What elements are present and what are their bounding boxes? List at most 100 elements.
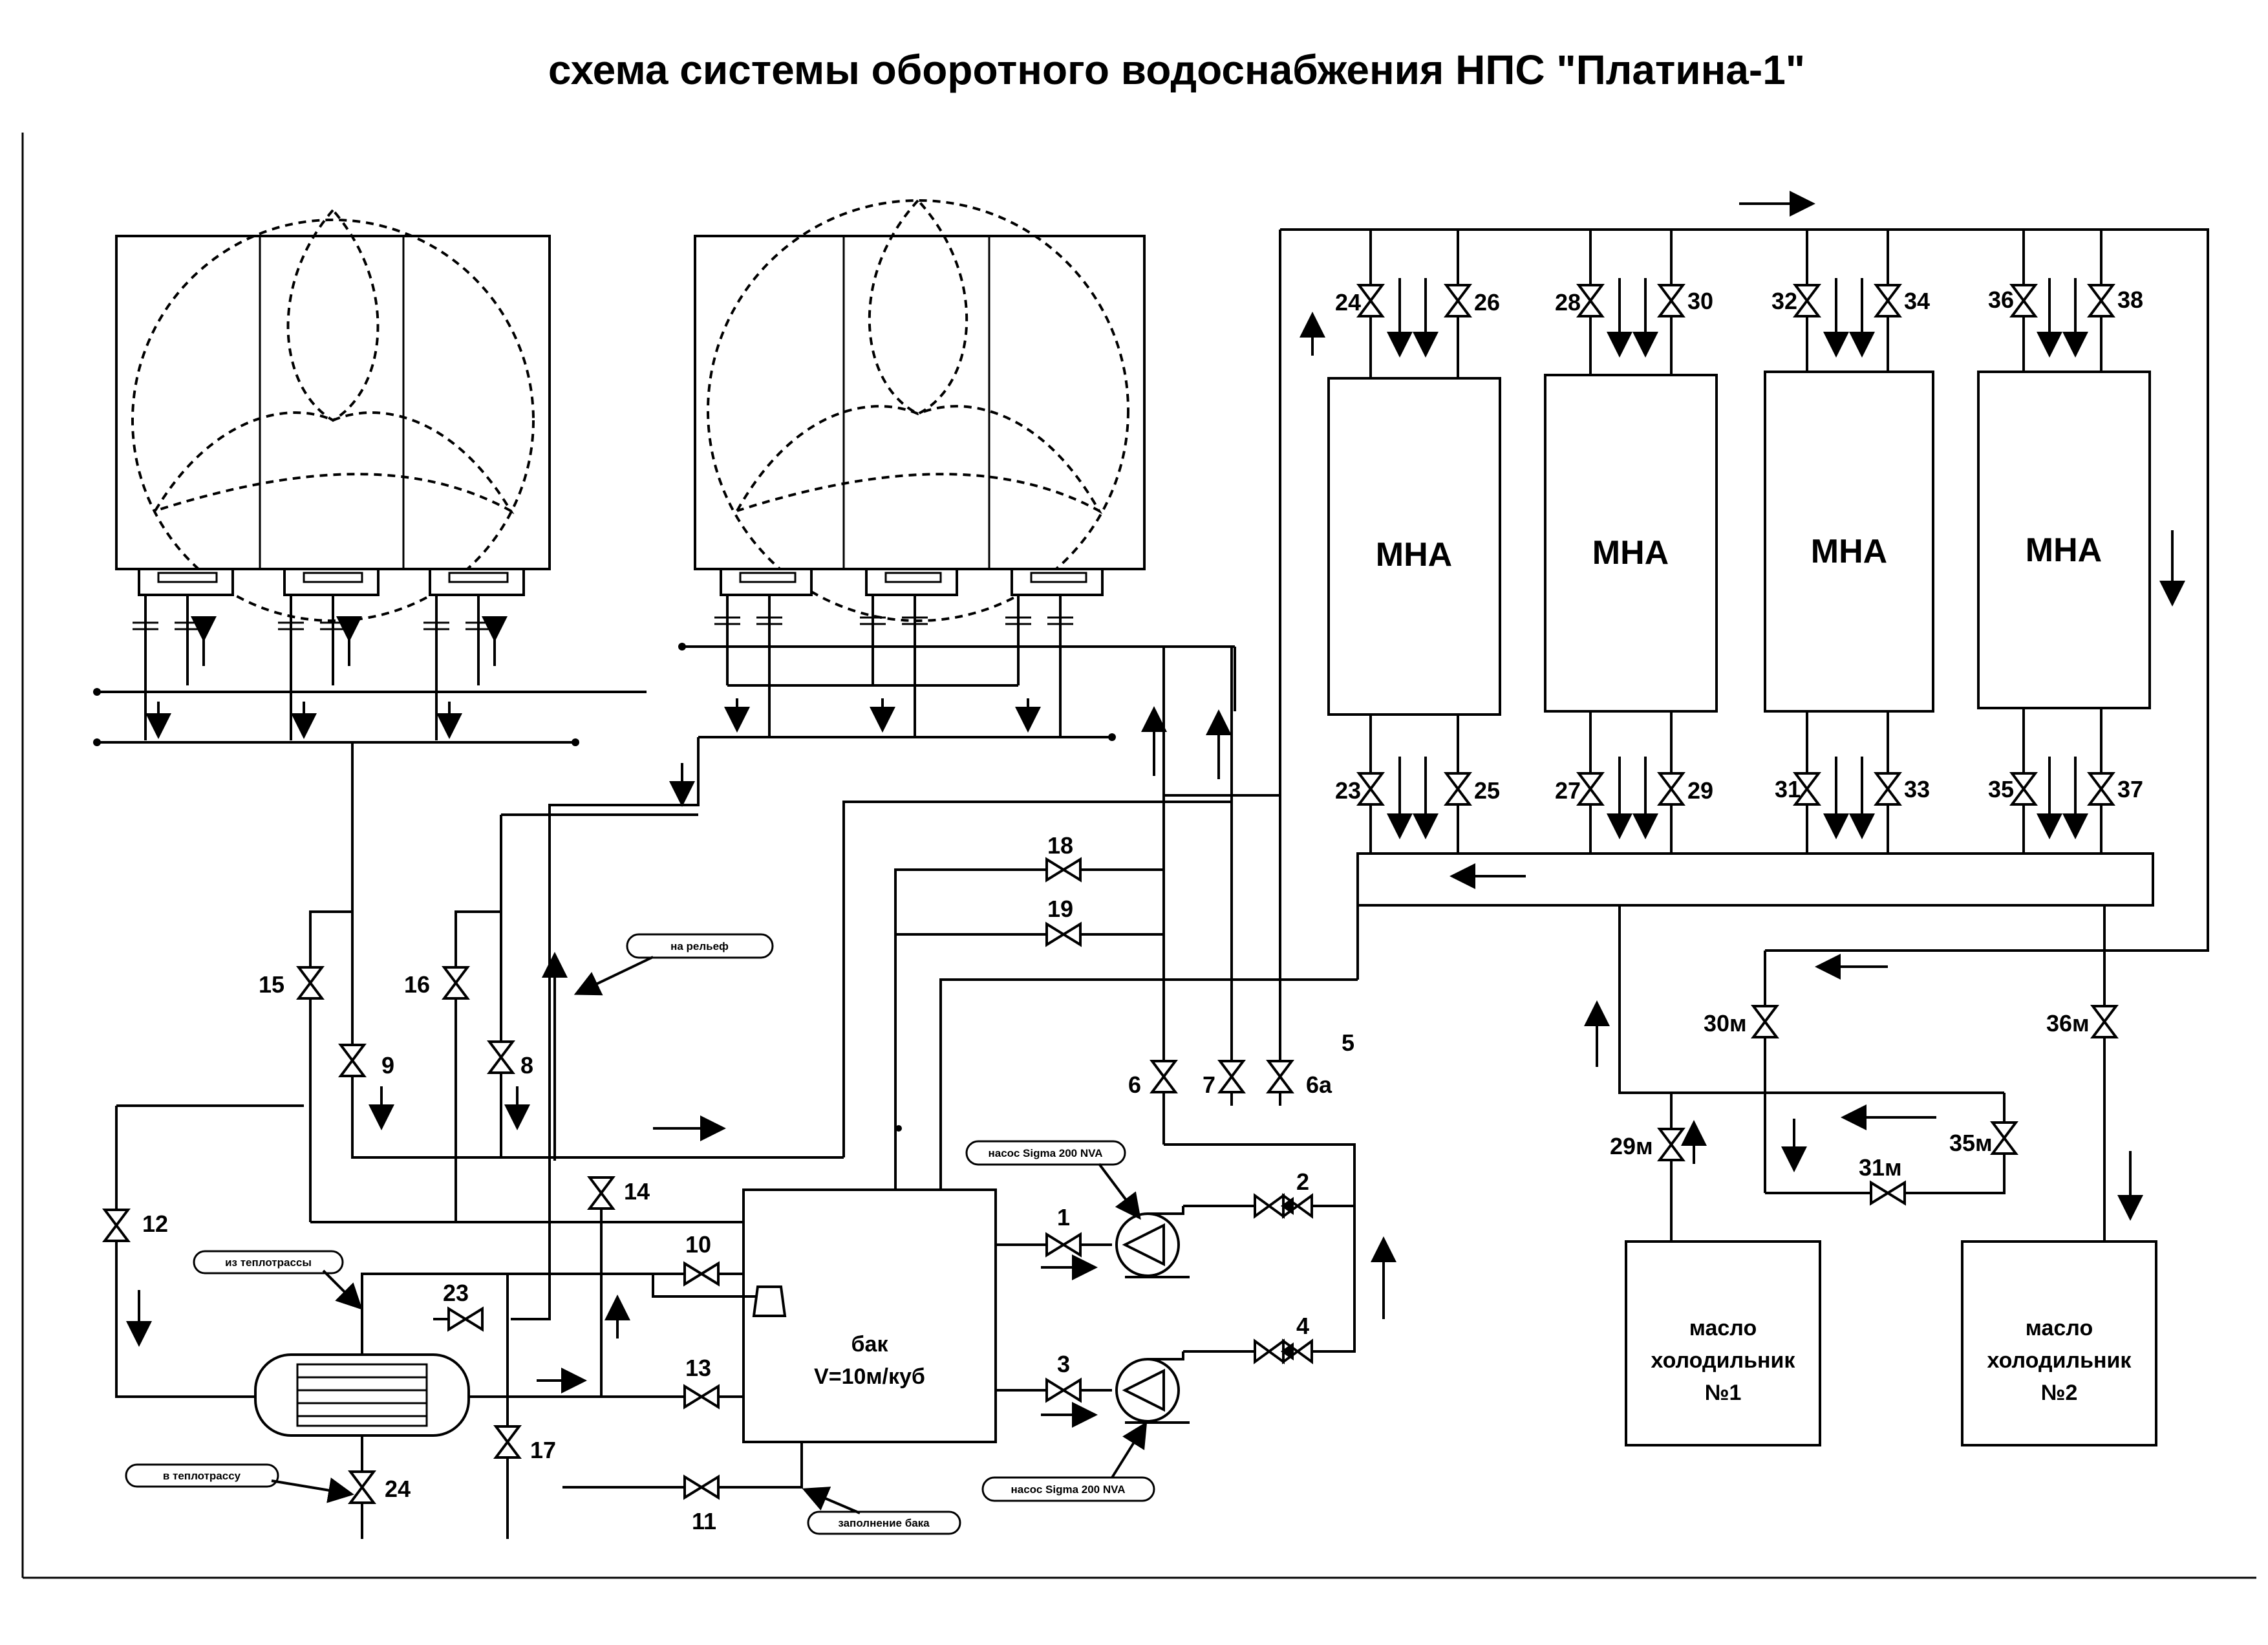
valve-34[interactable]	[1875, 284, 1901, 317]
label-16: 16	[404, 971, 430, 998]
oil-cooler-2-line-3: №2	[2041, 1381, 2078, 1405]
valve-8[interactable]	[488, 1040, 514, 1074]
valve-4[interactable]	[1254, 1340, 1313, 1363]
label-29m: 29м	[1610, 1133, 1653, 1159]
label-1: 1	[1057, 1204, 1070, 1231]
label-9: 9	[381, 1052, 394, 1079]
tank-float-valve	[652, 1274, 787, 1317]
valve-5[interactable]	[1267, 1060, 1293, 1093]
mna-unit-2	[1544, 230, 1718, 854]
callout-pump-top-text: насос Sigma 200 NVA	[989, 1147, 1103, 1159]
valve-35[interactable]	[2011, 772, 2037, 806]
oil-cooler-1	[1625, 1240, 1821, 1446]
valve-17[interactable]	[495, 1425, 520, 1459]
valve-32[interactable]	[1794, 284, 1820, 317]
label-11: 11	[692, 1508, 716, 1534]
diagram-title: схема системы оборотного водоснабжения Н…	[548, 47, 1805, 93]
label-23: 23	[443, 1280, 469, 1306]
valve-3[interactable]	[1045, 1379, 1082, 1402]
oil-cooler-2-line-1: масло	[2026, 1316, 2093, 1340]
tower-1-pipes	[93, 595, 647, 746]
return-pipes	[351, 737, 1232, 1159]
oil-cooler-2	[1961, 1240, 2157, 1446]
label-13: 13	[685, 1355, 711, 1381]
callout-to-heating-text: в теплотрассу	[163, 1470, 241, 1482]
valve-38[interactable]	[2088, 284, 2114, 317]
tower-2-pipes	[678, 595, 1235, 741]
label-14: 14	[624, 1178, 650, 1205]
label-35: 35	[1988, 776, 2014, 802]
label-34: 34	[1904, 288, 1930, 314]
valve-36m[interactable]	[2091, 1005, 2117, 1038]
label-2: 2	[1296, 1168, 1309, 1195]
bypass-lines	[115, 910, 744, 1398]
valve-6[interactable]	[1151, 1060, 1177, 1093]
valve-36[interactable]	[2011, 284, 2037, 317]
label-36m: 36м	[2046, 1010, 2090, 1037]
riser-lines	[1141, 230, 1325, 1145]
label-19: 19	[1047, 896, 1073, 922]
label-15: 15	[259, 971, 284, 998]
label-5a: 6а	[1306, 1071, 1332, 1098]
valve-25[interactable]	[1445, 772, 1471, 806]
oil-cooler-piping	[1584, 905, 2143, 1242]
valve-23[interactable]	[447, 1307, 484, 1331]
valve-29[interactable]	[1658, 772, 1684, 806]
valve-23-mna[interactable]	[1358, 772, 1384, 806]
valve-7[interactable]	[1219, 1060, 1245, 1093]
valve-1[interactable]	[1045, 1233, 1082, 1256]
callout-from-heating: из теплотрассы	[193, 1250, 363, 1310]
pump-discharge-lines	[1164, 1143, 1396, 1353]
callout-pump-top: насос Sigma 200 NVA	[965, 1140, 1141, 1220]
valve-19[interactable]	[1045, 923, 1082, 946]
valve-24[interactable]	[1358, 284, 1384, 317]
label-23-mna: 23	[1335, 777, 1361, 804]
valve-9[interactable]	[339, 1044, 365, 1077]
valve-11[interactable]	[683, 1476, 720, 1499]
pump-2	[996, 1350, 1235, 1428]
callout-pump-bottom-text: насос Sigma 200 NVA	[1011, 1483, 1126, 1496]
callout-from-heating-text: из теплотрассы	[225, 1256, 312, 1269]
valve-26[interactable]	[1445, 284, 1471, 317]
label-10: 10	[685, 1231, 711, 1258]
oil-cooler-1-line-3: №1	[1705, 1381, 1742, 1405]
callout-relief: на рельеф	[573, 933, 774, 996]
label-25: 25	[1474, 777, 1500, 804]
valve-14[interactable]	[588, 1176, 614, 1210]
valve-13[interactable]	[683, 1385, 720, 1408]
valve-24-bottom[interactable]	[349, 1470, 375, 1504]
valve-30m[interactable]	[1752, 1005, 1778, 1038]
callout-tank-fill: заполнение бака	[802, 1487, 961, 1535]
valve-30[interactable]	[1658, 284, 1684, 317]
label-36: 36	[1988, 286, 2014, 313]
label-17: 17	[530, 1437, 556, 1463]
valve-16[interactable]	[443, 966, 469, 1000]
tank-outlet-lines	[894, 868, 1358, 1190]
label-33: 33	[1904, 776, 1930, 802]
valve-35m[interactable]	[1991, 1121, 2017, 1155]
valve-2[interactable]	[1254, 1194, 1313, 1218]
valve-29m[interactable]	[1658, 1128, 1684, 1161]
mna-1-label: МНА	[1376, 536, 1452, 574]
label-31: 31	[1775, 776, 1801, 802]
label-28: 28	[1555, 289, 1581, 316]
pump-1	[996, 1205, 1235, 1280]
label-32: 32	[1771, 288, 1797, 314]
tank-label: бак	[851, 1332, 889, 1357]
valve-28[interactable]	[1578, 284, 1603, 317]
oil-cooler-2-line-2: холодильник	[1987, 1348, 2132, 1373]
valve-27[interactable]	[1578, 772, 1603, 806]
valve-31m[interactable]	[1870, 1181, 1906, 1205]
valve-37[interactable]	[2088, 772, 2114, 806]
cooling-tower-1	[115, 209, 551, 622]
mna-2-label: МНА	[1592, 534, 1669, 572]
valve-15[interactable]	[297, 966, 323, 1000]
valve-12[interactable]	[103, 1209, 129, 1242]
oil-cooler-1-line-1: масло	[1689, 1316, 1757, 1340]
valve-10[interactable]	[683, 1262, 720, 1285]
label-24-bottom: 24	[385, 1476, 411, 1502]
label-27: 27	[1555, 777, 1581, 804]
valve-18[interactable]	[1045, 858, 1082, 881]
valve-33[interactable]	[1875, 772, 1901, 806]
